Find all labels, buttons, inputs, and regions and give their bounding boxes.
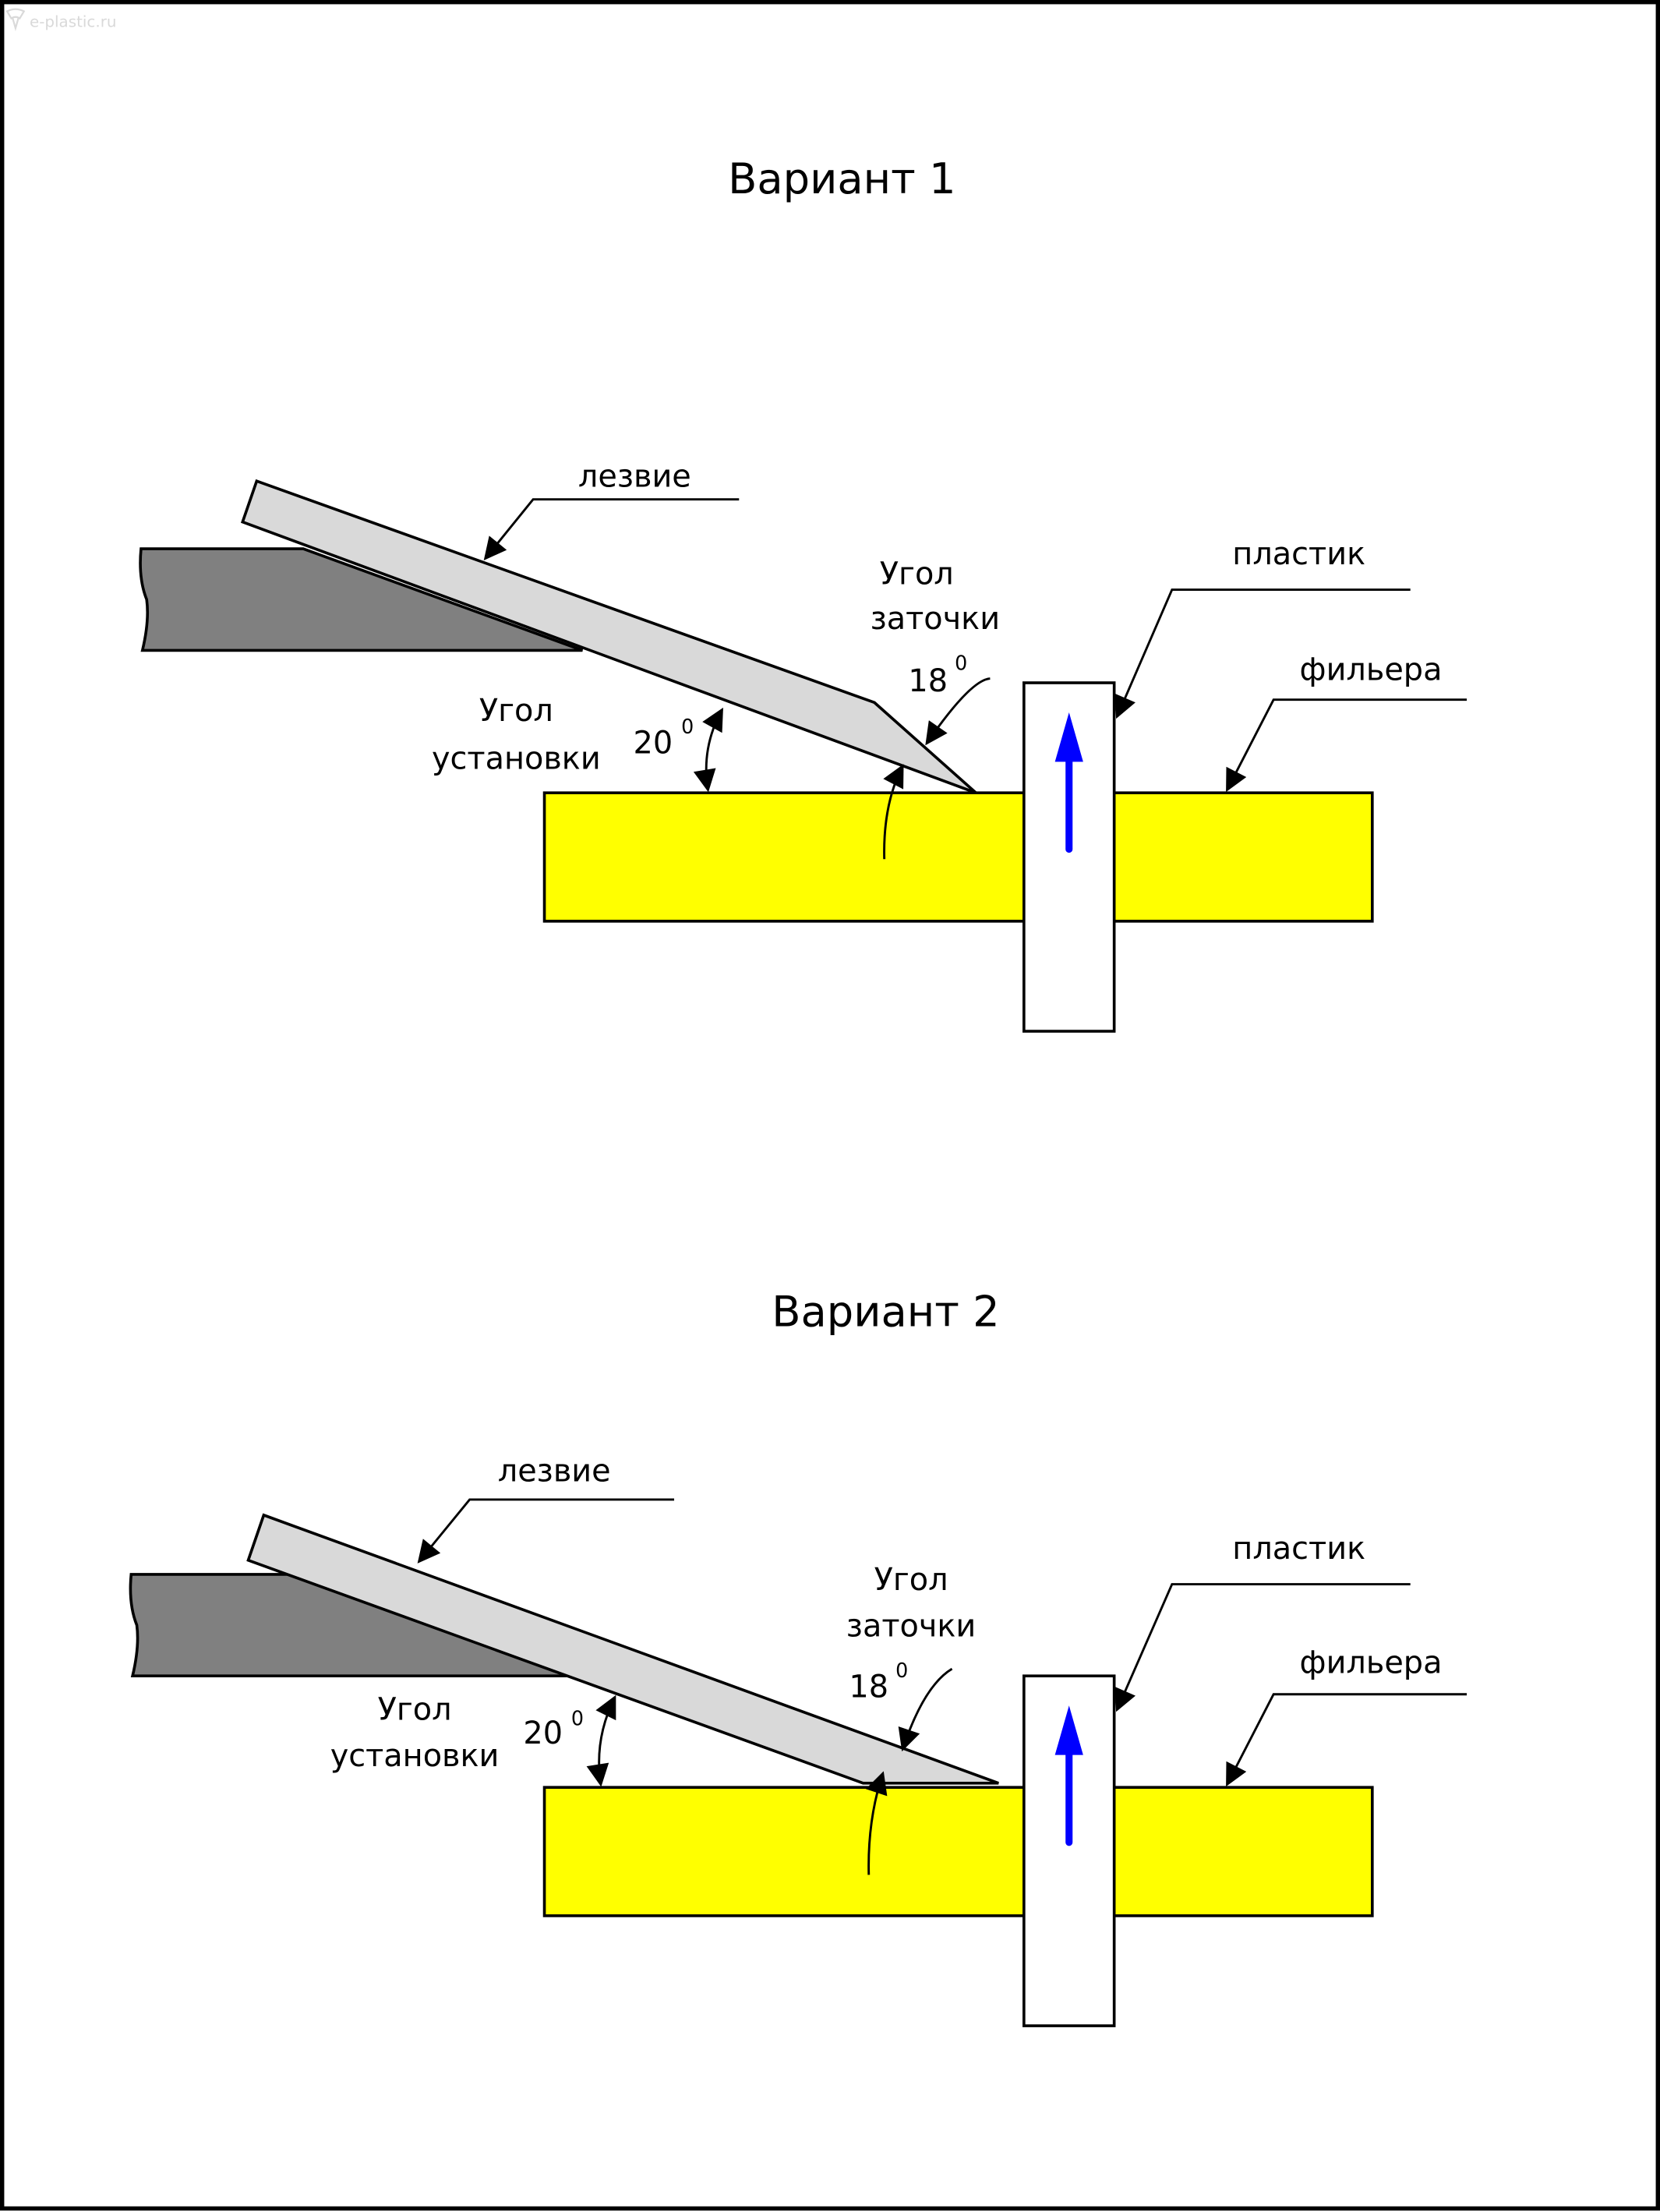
die-leader-line — [1226, 698, 1468, 793]
blade-leader-line — [483, 498, 740, 560]
variant-2-title: Вариант 2 — [772, 1287, 999, 1336]
plastic-label: пластик — [1232, 536, 1365, 572]
mounting-angle-label-line1: Угол — [479, 693, 553, 729]
blade-label: лезвие — [498, 1453, 611, 1489]
sharpening-angle-degree: 0 — [955, 652, 967, 675]
blade-label: лезвие — [578, 458, 691, 494]
variant-1-title: Вариант 1 — [728, 154, 955, 203]
die-label: фильера — [1300, 1645, 1443, 1681]
blade-holder — [139, 547, 584, 652]
die-leader-line — [1226, 1693, 1468, 1787]
sharpening-angle-label-line1: Угол — [880, 556, 954, 592]
feed-direction-arrow-icon — [1054, 712, 1083, 762]
mounting-angle-degree: 0 — [571, 1707, 584, 1730]
sharpening-angle-label-line1: Угол — [874, 1562, 948, 1598]
sharpening-angle-value: 18 — [849, 1669, 888, 1705]
mounting-angle-degree: 0 — [681, 715, 694, 738]
sharpening-angle-value: 18 — [908, 663, 948, 699]
sharpening-angle-arrow-bottom — [865, 1771, 888, 1875]
blade-leader-line — [417, 1498, 675, 1564]
watermark: e-plastic.ru — [5, 8, 116, 32]
plastic-leader-line — [1114, 1583, 1411, 1712]
mounting-angle-label-line2: установки — [432, 740, 601, 776]
e-plastic-logo-icon — [5, 8, 26, 32]
variant-1: Вариант 1 лезвие пластик фильера Угол за… — [139, 154, 1468, 1033]
mounting-angle-value: 20 — [523, 1716, 563, 1751]
mounting-angle-value: 20 — [634, 726, 673, 761]
plastic-label: пластик — [1232, 1531, 1365, 1567]
blade-holder — [129, 1573, 572, 1678]
sharpening-angle-degree: 0 — [895, 1659, 908, 1682]
watermark-text: e-plastic.ru — [30, 12, 116, 30]
sharpening-angle-arrow-top — [925, 677, 991, 746]
blade — [246, 1513, 999, 1785]
sharpening-angle-label-line2: заточки — [871, 601, 1000, 637]
die — [542, 791, 1374, 923]
sharpening-angle-label-line2: заточки — [846, 1609, 976, 1645]
die — [542, 1786, 1374, 1917]
plastic-leader-line — [1114, 588, 1411, 719]
mounting-angle-arc — [693, 707, 723, 793]
mounting-angle-label-line2: установки — [330, 1738, 500, 1774]
sharpening-angle-arrow-bottom — [883, 764, 904, 860]
mounting-angle-arc — [586, 1694, 616, 1787]
variant-2: Вариант 2 лезвие пластик фильера Угол за… — [129, 1287, 1468, 2027]
die-label: фильера — [1300, 652, 1443, 687]
feed-direction-arrow-icon — [1054, 1705, 1083, 1755]
mounting-angle-label-line1: Угол — [378, 1691, 452, 1727]
sharpening-angle-arrow-top — [898, 1667, 953, 1752]
